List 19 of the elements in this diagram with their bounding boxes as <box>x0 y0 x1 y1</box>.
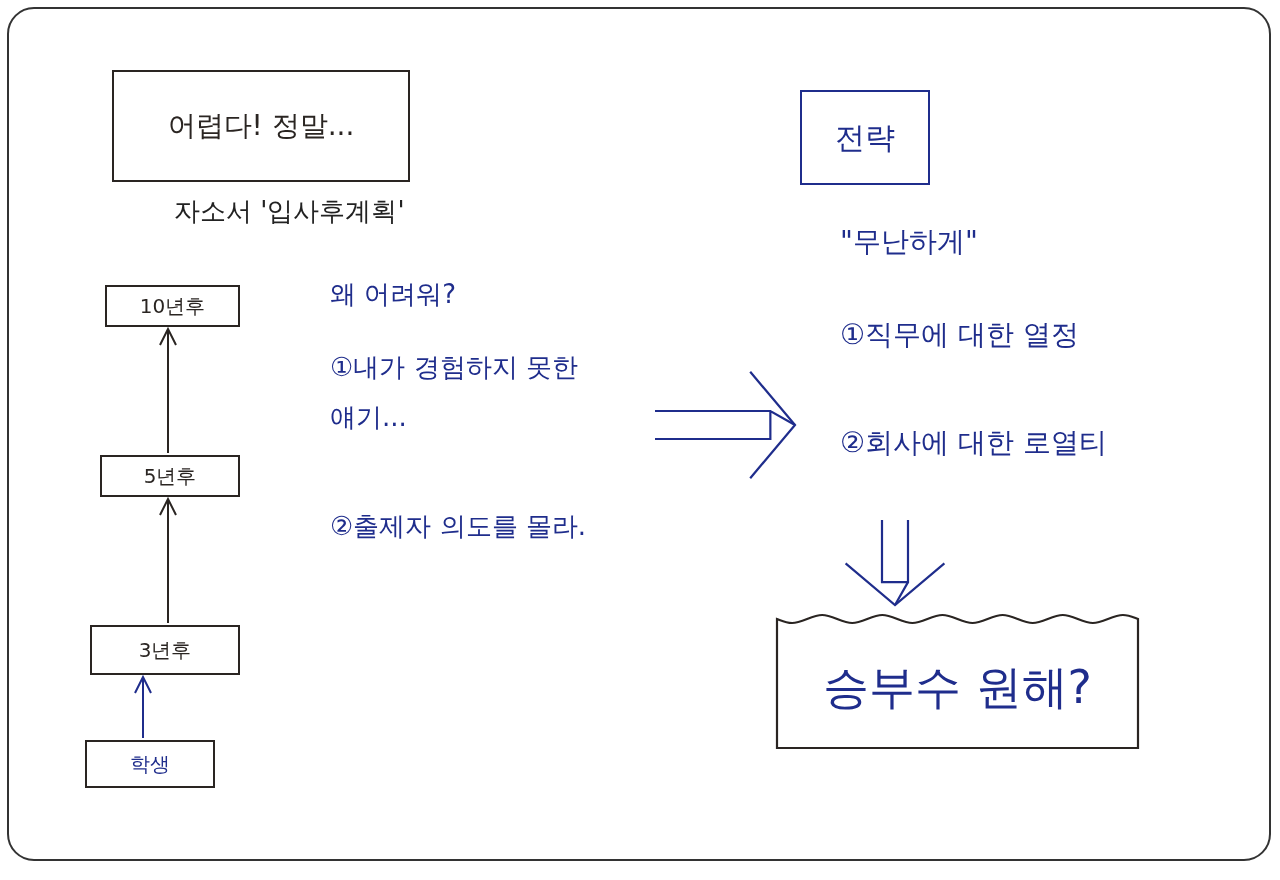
strategy-text: "무난하게" <box>840 224 979 260</box>
note-text: ②출제자 의도를 몰라. <box>330 510 588 544</box>
strategy-text: ②회사에 대한 로열티 <box>840 425 1108 462</box>
label-box <box>100 455 240 497</box>
note-text: ①내가 경험하지 못한 얘기... <box>330 351 579 434</box>
label-box <box>90 625 240 675</box>
caption-text: 자소서 '입사후계획' <box>174 195 405 228</box>
box-label: 10년후 <box>139 294 206 318</box>
box-label: 어렵다! 정말... <box>167 109 355 143</box>
box-label: 학생 <box>130 752 170 776</box>
box-label: 승부수 원해? <box>822 659 1092 716</box>
box-label: 5년후 <box>143 464 197 488</box>
box-label: 3년후 <box>138 638 192 662</box>
label-box <box>85 740 215 788</box>
box-label: 전략 <box>835 119 895 156</box>
label-box <box>800 90 930 185</box>
strategy-text: ①직무에 대한 열정 <box>840 317 1080 354</box>
note-text: 왜 어려워? <box>330 278 458 311</box>
label-box <box>105 285 240 327</box>
